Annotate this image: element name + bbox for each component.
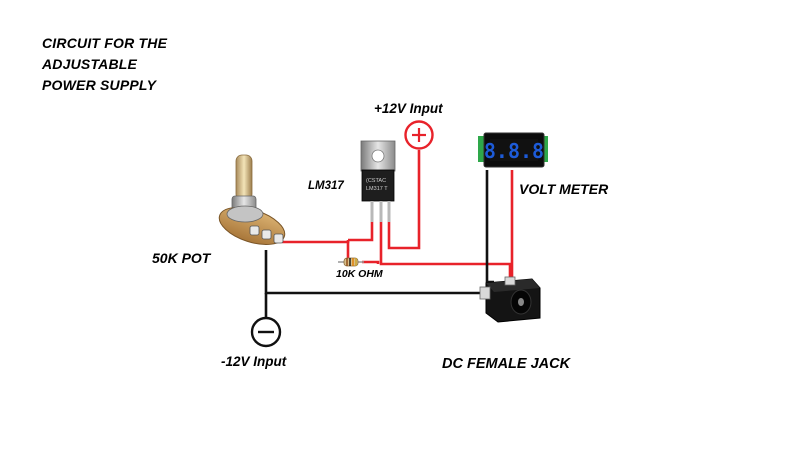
wire-meter-negative xyxy=(485,170,494,284)
regulator-marking-2: LM317 T xyxy=(366,186,388,192)
resistor-label: 10K OHM xyxy=(336,268,383,280)
regulator-label: LM317 xyxy=(308,180,344,192)
lm317-regulator: (CSTAC LM317 T xyxy=(360,140,396,222)
pot-terminals xyxy=(249,225,284,244)
wire-output-to-jack xyxy=(379,220,512,282)
title-line-2: ADJUSTABLE xyxy=(42,56,138,72)
wire-adj-junction xyxy=(348,220,374,242)
wire-pot-wiper-to-adj xyxy=(282,240,350,244)
wire-resistor-to-output xyxy=(362,260,380,264)
meter-display: 8.8.8 xyxy=(484,139,544,163)
regulator-marking-1: (CSTAC xyxy=(366,178,386,184)
regulator-pins xyxy=(370,201,391,222)
pot-label: 50K POT xyxy=(152,250,211,266)
dc-female-jack xyxy=(479,276,541,323)
volt-meter-label: VOLT METER xyxy=(519,181,609,197)
negative-input-label: -12V Input xyxy=(221,354,287,369)
wire-vin-to-positive xyxy=(387,150,421,250)
potentiometer-50k xyxy=(218,154,286,245)
volt-meter: 8.8.8 xyxy=(478,132,548,168)
negative-terminal-icon xyxy=(250,316,282,348)
title-line-1: CIRCUIT FOR THE xyxy=(42,35,168,51)
wires-red xyxy=(282,150,514,282)
diagram-title: CIRCUIT FOR THE ADJUSTABLE POWER SUPPLY xyxy=(42,33,167,96)
positive-terminal-icon xyxy=(404,120,434,150)
wires-black xyxy=(264,170,494,318)
positive-input-label: +12V Input xyxy=(374,101,443,116)
title-line-3: POWER SUPPLY xyxy=(42,77,157,93)
jack-label: DC FEMALE JACK xyxy=(442,356,571,372)
resistor-10k xyxy=(338,257,364,267)
